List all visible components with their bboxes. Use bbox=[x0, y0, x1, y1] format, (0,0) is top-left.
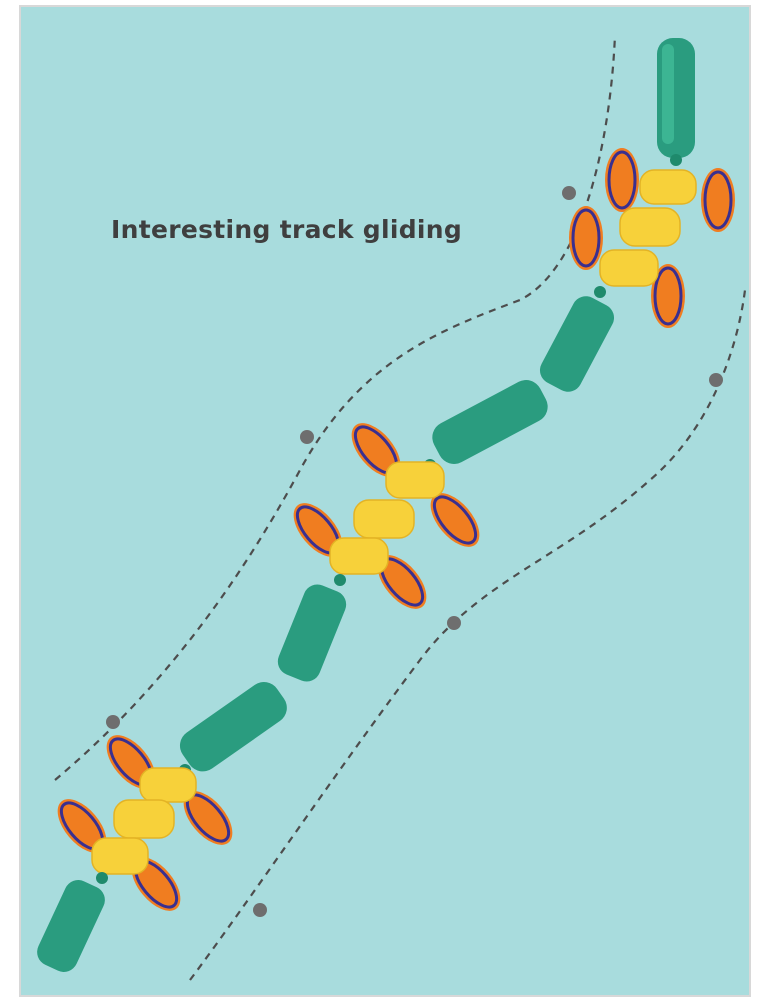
roller-stack bbox=[569, 148, 735, 328]
side-pod bbox=[651, 264, 685, 328]
track-dot bbox=[709, 373, 723, 387]
pod-ring bbox=[653, 266, 683, 326]
handle bbox=[37, 880, 105, 972]
roller bbox=[385, 461, 445, 499]
joint bbox=[334, 574, 346, 586]
side-pod bbox=[57, 799, 107, 853]
pod-ring bbox=[607, 150, 637, 210]
roller bbox=[353, 499, 415, 539]
side-pod bbox=[351, 423, 401, 477]
track-dot bbox=[562, 186, 576, 200]
track-line-left bbox=[54, 34, 617, 781]
side-pod bbox=[377, 555, 427, 609]
side-pod bbox=[569, 206, 603, 270]
roller bbox=[91, 837, 149, 875]
track-dot bbox=[300, 430, 314, 444]
track-dot bbox=[106, 715, 120, 729]
side-pod bbox=[430, 493, 480, 547]
roller-stack bbox=[57, 735, 233, 911]
roller-unit-middle bbox=[277, 380, 548, 682]
pod-ring bbox=[703, 170, 733, 230]
roller-stack bbox=[293, 423, 480, 609]
track-dot bbox=[253, 903, 267, 917]
side-pod bbox=[701, 168, 735, 232]
track-dot bbox=[447, 616, 461, 630]
pod-ring bbox=[571, 208, 601, 268]
roller bbox=[599, 249, 659, 287]
handle-highlight bbox=[662, 44, 674, 144]
roller bbox=[639, 169, 697, 205]
side-pod bbox=[605, 148, 639, 212]
image-frame bbox=[19, 5, 751, 997]
side-pod bbox=[183, 791, 233, 845]
handle bbox=[179, 681, 287, 772]
joint bbox=[670, 154, 682, 166]
pod-ring bbox=[432, 495, 478, 545]
side-pod bbox=[293, 503, 343, 557]
track-line-right bbox=[189, 289, 747, 981]
roller bbox=[113, 799, 175, 839]
roller bbox=[329, 537, 389, 575]
handle bbox=[277, 584, 347, 682]
roller bbox=[619, 207, 681, 247]
handle bbox=[432, 380, 548, 464]
headline: Interesting track gliding bbox=[111, 215, 462, 244]
joint bbox=[96, 872, 108, 884]
roller-unit-top bbox=[539, 38, 735, 392]
joint bbox=[594, 286, 606, 298]
roller-unit-bottom bbox=[37, 681, 287, 972]
roller bbox=[139, 767, 197, 803]
handle bbox=[539, 296, 615, 392]
